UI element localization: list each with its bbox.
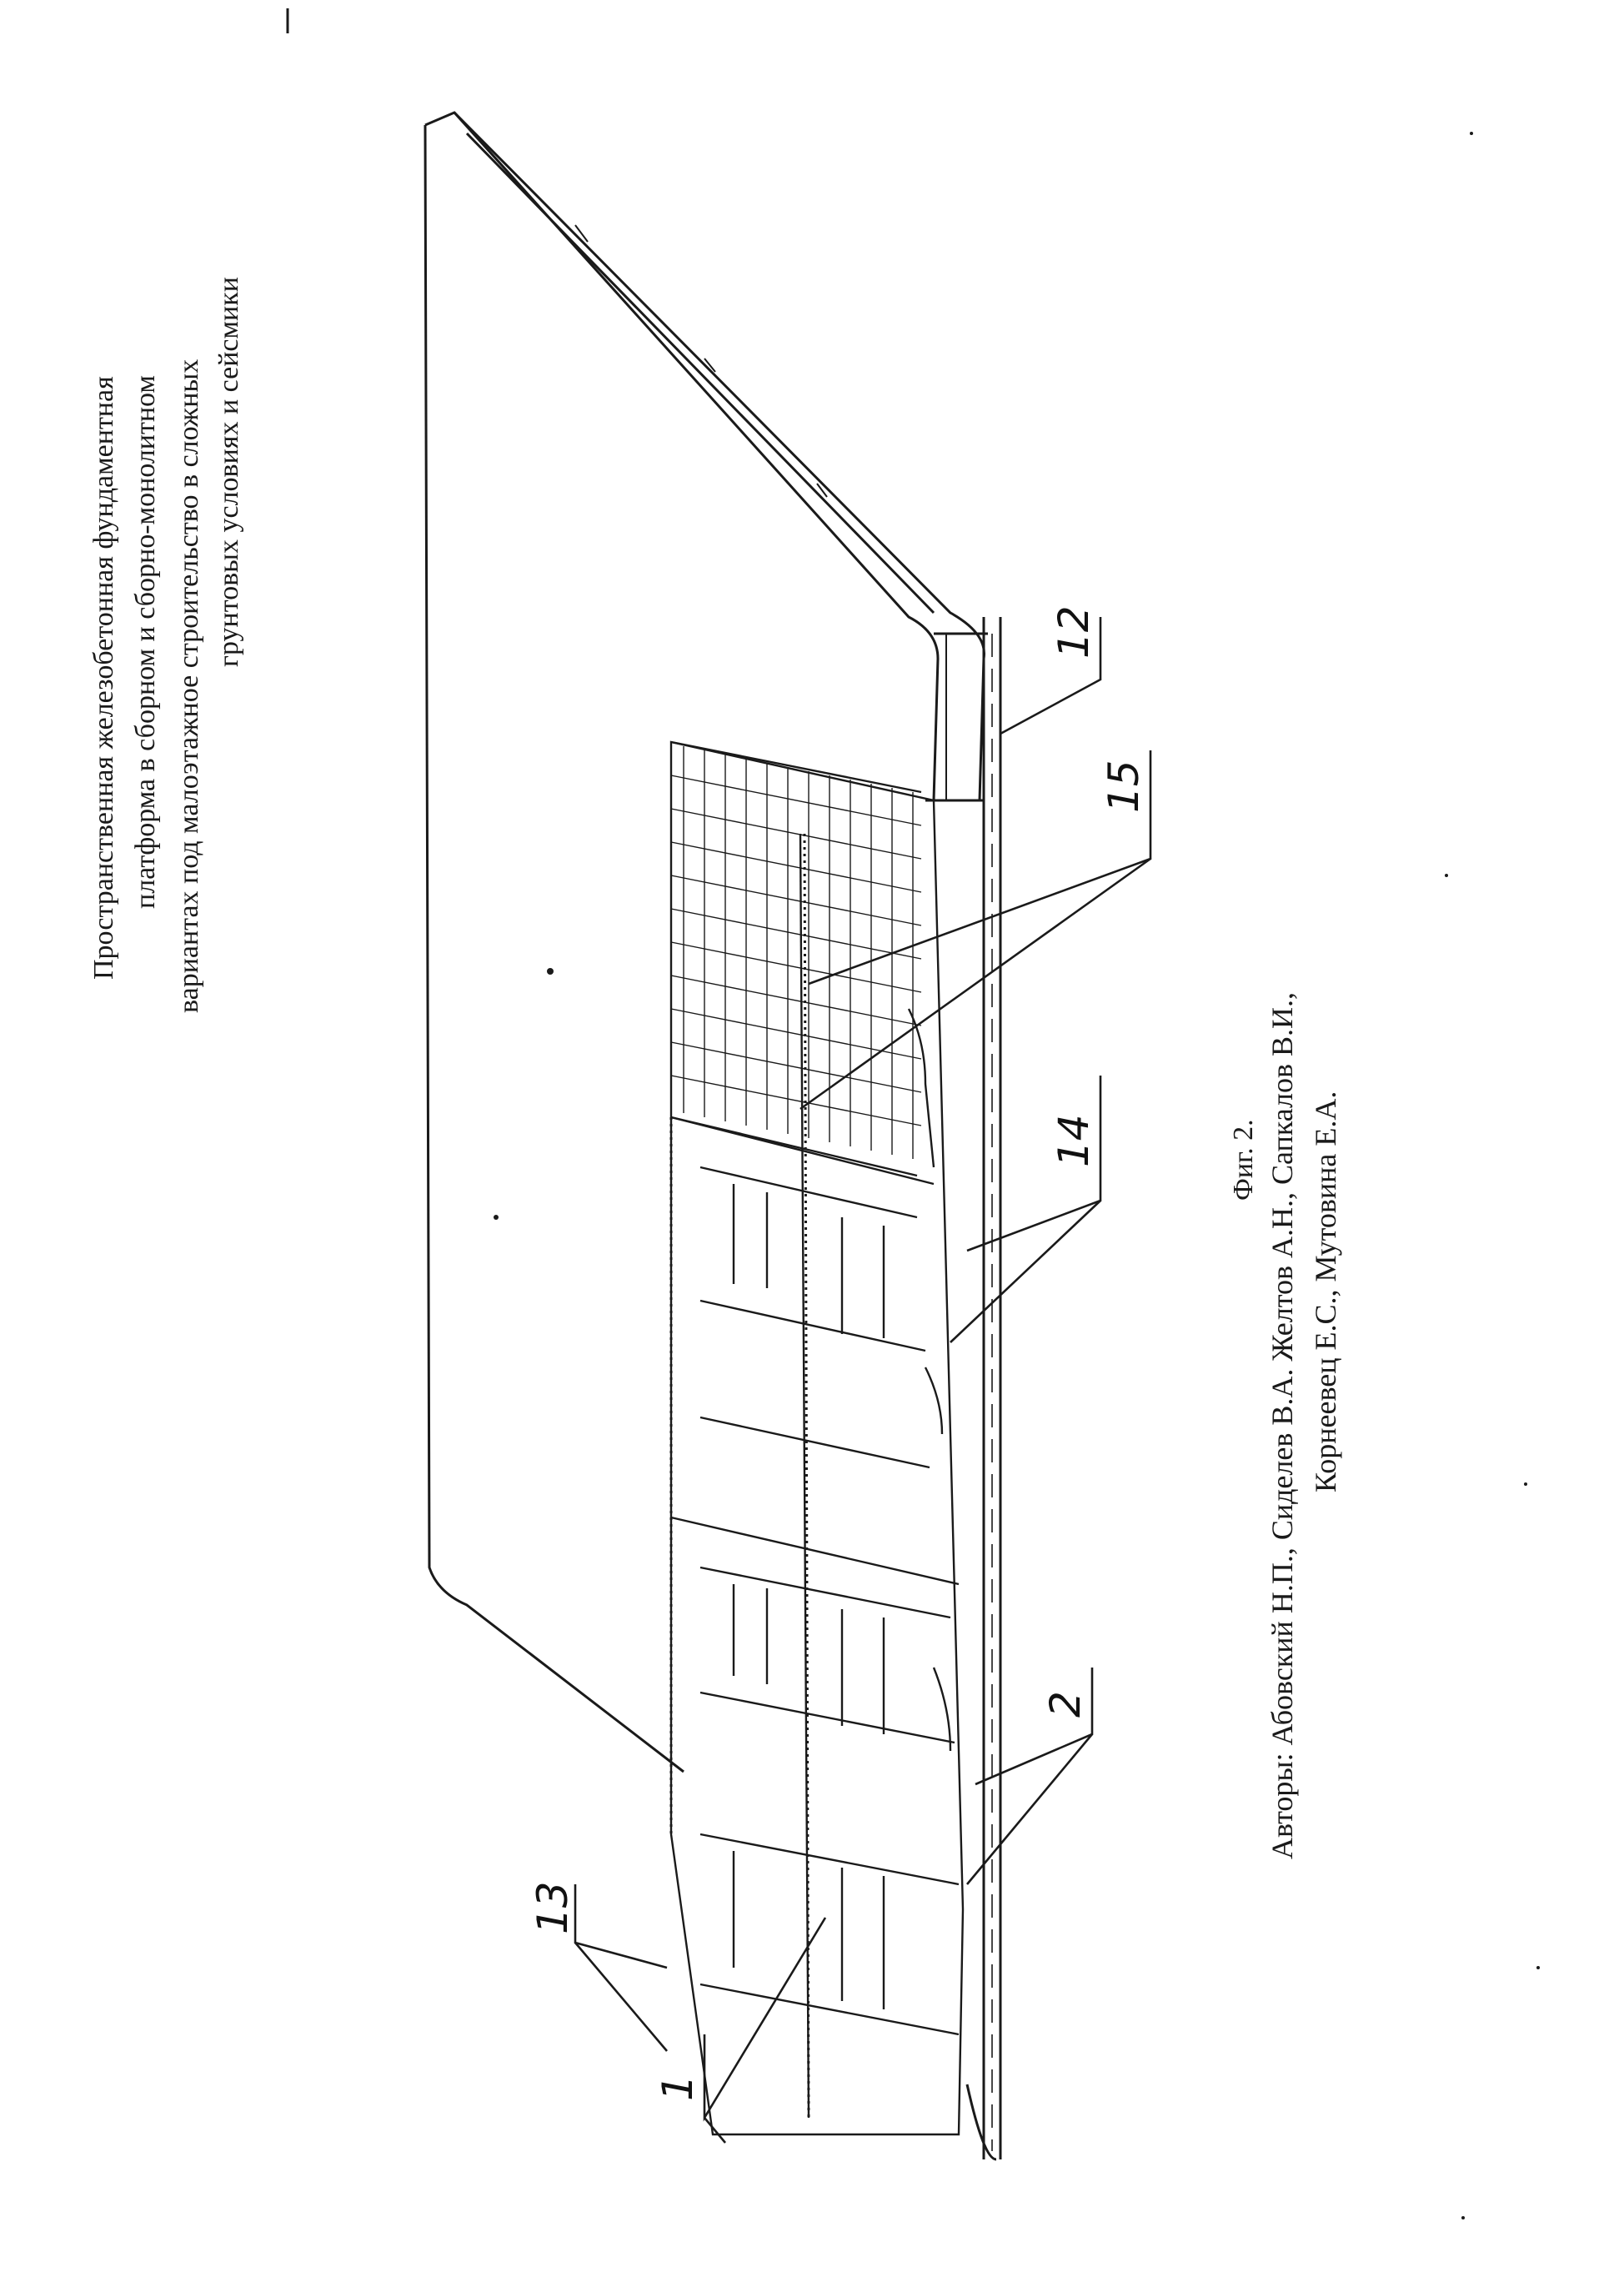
- figure-caption: Фиг. 2.: [1228, 1119, 1259, 1201]
- callout-12: 12: [1050, 605, 1098, 659]
- callout-13: 13: [529, 1881, 577, 1934]
- callout-14: 14: [1050, 1114, 1098, 1167]
- precast-panels: [669, 740, 965, 2136]
- reinforcement-mesh: [669, 740, 922, 2119]
- title-line-2: платформа в сборном и сборно-монолитном: [130, 375, 161, 909]
- authors-line-1: Авторы: Абовский Н.П., Сиделев В.А. Желт…: [1266, 992, 1299, 1859]
- top-slab: [424, 111, 988, 1773]
- leader-lines: [574, 617, 1152, 2144]
- scan-specks: [286, 8, 1540, 2219]
- authors-line-2: Корнеевец Е.С., Мутовина Е.А.: [1309, 1091, 1342, 1492]
- callout-1: 1: [654, 2074, 702, 2101]
- title-line-4: грунтовых условиях и сейсмики: [213, 277, 244, 667]
- title-line-1: Пространственная железобетонная фундамен…: [88, 376, 119, 980]
- title-line-3: вариантах под малоэтажное строительство …: [173, 359, 204, 1013]
- callout-2: 2: [1041, 1691, 1090, 1718]
- callout-15: 15: [1100, 760, 1148, 813]
- base-strip: [965, 617, 1002, 2161]
